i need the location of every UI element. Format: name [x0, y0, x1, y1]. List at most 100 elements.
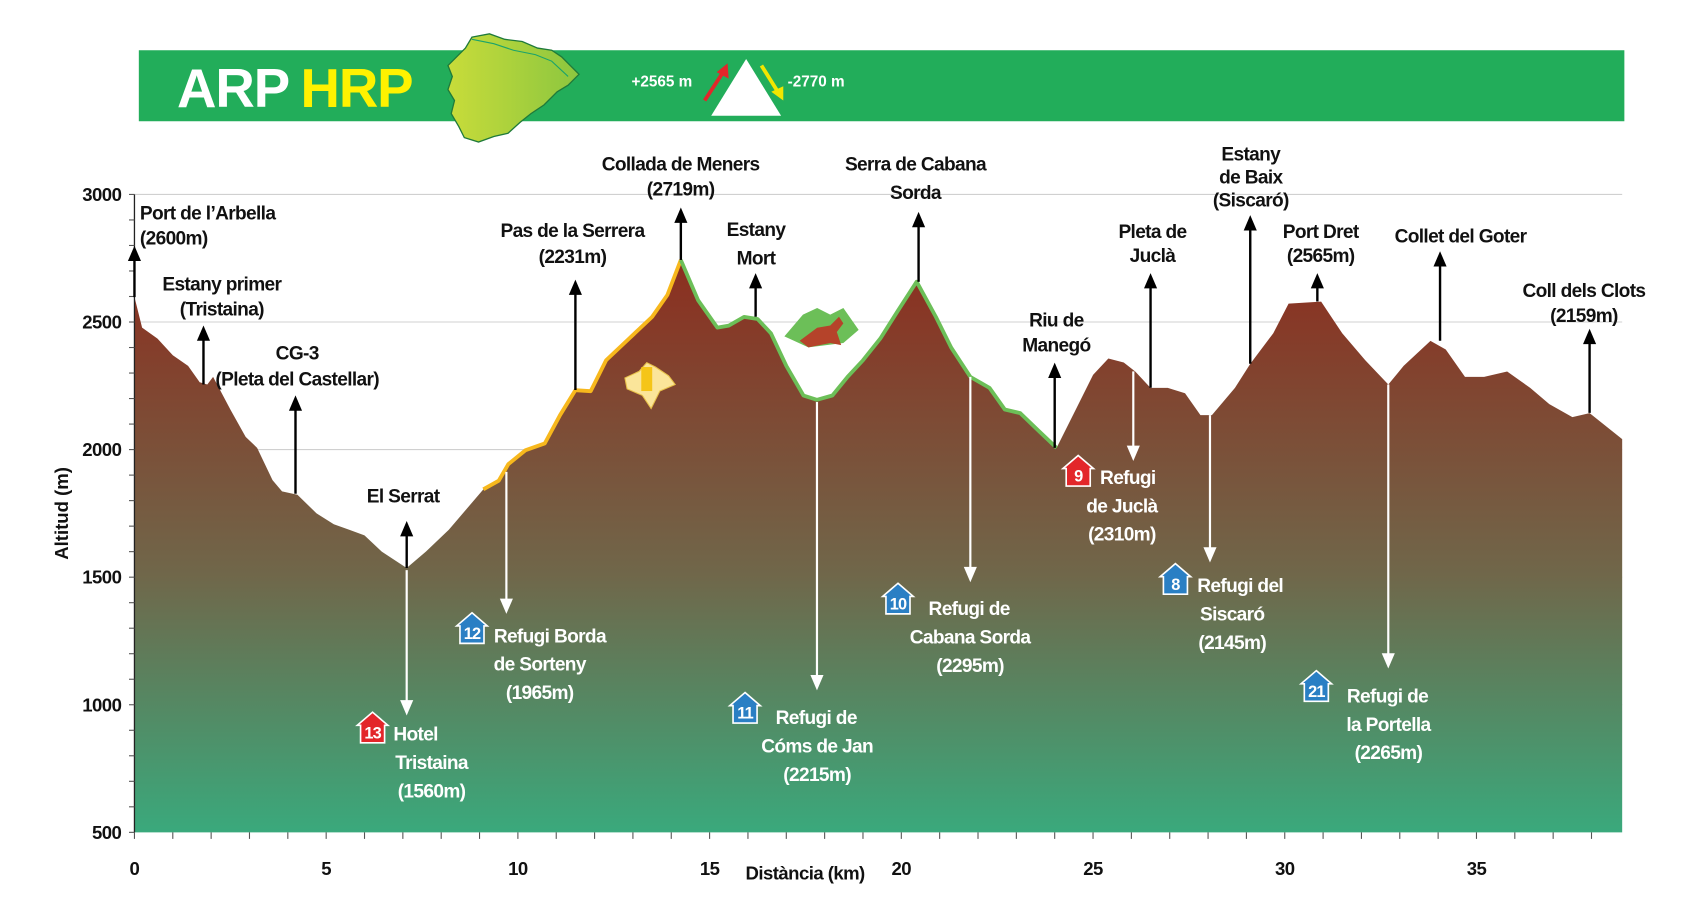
up-arrow-icon — [749, 273, 763, 289]
refuge-label: Cóms de Jan — [761, 737, 873, 758]
waypoint-label: (2600m) — [140, 229, 208, 250]
waypoint-label: Riu de — [1029, 311, 1083, 332]
title-hrp: HRP — [300, 58, 412, 119]
x-tick-label: 35 — [1467, 858, 1487, 879]
profile-area — [134, 259, 1623, 833]
refuge-badge-icon — [1157, 562, 1193, 596]
up-arrow-icon — [674, 207, 688, 223]
up-arrow-icon — [127, 245, 142, 262]
ascent-arrow-icon — [703, 71, 725, 102]
refuge-badge-icon — [1298, 669, 1334, 703]
down-arrow-icon — [810, 675, 824, 691]
y-tick-label: 2500 — [82, 312, 121, 333]
waypoint-label: Estany — [727, 220, 787, 241]
y-tick-label: 500 — [92, 822, 122, 843]
up-arrow-icon — [1310, 273, 1324, 289]
refuge-number: 11 — [737, 705, 753, 723]
descent-arrowhead — [771, 86, 784, 101]
waypoint-label: Collada de Meners — [602, 154, 760, 175]
y-axis-label: Altitud (m) — [51, 467, 72, 560]
waypoint-label: Mort — [737, 248, 777, 269]
waypoint-marker: CG-3(Pleta del Castellar) — [215, 343, 380, 494]
waypoint-label: (2565m) — [1287, 246, 1355, 267]
refuge-label: de Juclà — [1086, 496, 1158, 517]
flower-icon — [624, 361, 677, 410]
waypoint-label: (2231m) — [539, 247, 607, 268]
refuge-label: Refugi — [1100, 468, 1156, 489]
waypoint-label: Sorda — [890, 183, 942, 204]
refuge-label: (2310m) — [1088, 525, 1156, 546]
refuge-badge-icon — [355, 711, 391, 744]
refuge-label: (1965m) — [506, 683, 574, 704]
refuge-label: (2145m) — [1198, 633, 1266, 654]
refuge-number: 12 — [464, 625, 481, 643]
andorra-map-icon — [447, 33, 580, 143]
refuge-label: Refugi de — [929, 599, 1010, 620]
x-tick-label: 30 — [1275, 858, 1295, 879]
elevation-area — [134, 259, 1623, 833]
waypoints: Port de l’Arbella(2600m)Estany primer (Tr… — [127, 145, 1646, 568]
refuge-badge-icon — [727, 691, 763, 724]
x-tick-label: 25 — [1083, 858, 1103, 879]
highlighted-segment — [679, 259, 1058, 450]
header-band — [138, 50, 1625, 122]
refuge-label: Siscaró — [1200, 604, 1264, 625]
title-arp: ARP — [177, 58, 289, 119]
up-arrow-icon — [288, 395, 303, 411]
refuge-badge-icon — [880, 582, 916, 615]
waypoint-label: Collet del Goter — [1395, 226, 1528, 247]
waypoint-label: Juclà — [1130, 246, 1177, 267]
waypoint-marker: Coll dels Clots(2159m) — [1523, 281, 1646, 413]
waypoint-label: El Serrat — [367, 486, 441, 507]
refuge-number: 10 — [890, 596, 907, 614]
up-arrow-icon — [1048, 362, 1062, 378]
waypoint-label: Estany primer — [162, 275, 282, 296]
down-arrow-icon — [963, 566, 977, 583]
ascent-arrowhead — [716, 63, 729, 79]
refuge-marker: 9 Refugi de Juclà (2310m) — [1060, 371, 1159, 546]
down-arrow-icon — [400, 700, 414, 716]
ascent-value: +2565 m — [631, 73, 692, 90]
waypoint-label: (Siscaró) — [1213, 190, 1289, 211]
refuge-label: Refugi Borda — [494, 626, 607, 647]
waypoint-label: Estany — [1221, 145, 1281, 166]
highlighted-segment — [482, 259, 683, 492]
waypoint-marker: Pas de la Serrera (2231m) — [500, 221, 646, 390]
refuge-label: la Portella — [1346, 715, 1431, 736]
x-tick-label: 15 — [700, 858, 720, 879]
waypoint-label: de Baix — [1219, 168, 1283, 189]
waypoint-marker: Collada de Meners (2719m) — [602, 154, 760, 260]
waypoint-marker: Port de l’Arbella(2600m) — [127, 204, 277, 298]
waypoint-label: (2719m) — [647, 180, 715, 201]
down-arrow-icon — [1126, 445, 1140, 461]
refuge-label: Cabana Sorda — [910, 627, 1032, 648]
waypoint-marker: Port Dret(2565m) — [1283, 222, 1361, 302]
waypoint-marker: Estany primer (Tristaina) — [162, 275, 283, 385]
refuge-label: Hotel — [393, 725, 438, 746]
waypoint-label: CG-3 — [276, 343, 319, 364]
descent-arrow-icon — [759, 64, 780, 93]
y-tick-label: 1000 — [82, 694, 121, 715]
chamois-icon — [784, 308, 859, 348]
waypoint-marker: Collet del Goter — [1395, 226, 1528, 341]
y-tick-label: 2000 — [82, 439, 121, 460]
x-axis-label: Distància (km) — [746, 862, 866, 883]
up-arrow-icon — [1433, 251, 1447, 267]
refuge-number: 13 — [364, 724, 381, 742]
up-arrow-icon — [1243, 215, 1257, 231]
refuge-number: 9 — [1074, 468, 1083, 486]
waypoint-label: (Tristaina) — [180, 300, 264, 321]
down-arrow-icon — [1203, 547, 1217, 563]
waypoint-label: Pas de la Serrera — [500, 221, 645, 242]
up-arrow-icon — [196, 325, 211, 341]
waypoint-label: Coll dels Clots — [1523, 281, 1646, 302]
